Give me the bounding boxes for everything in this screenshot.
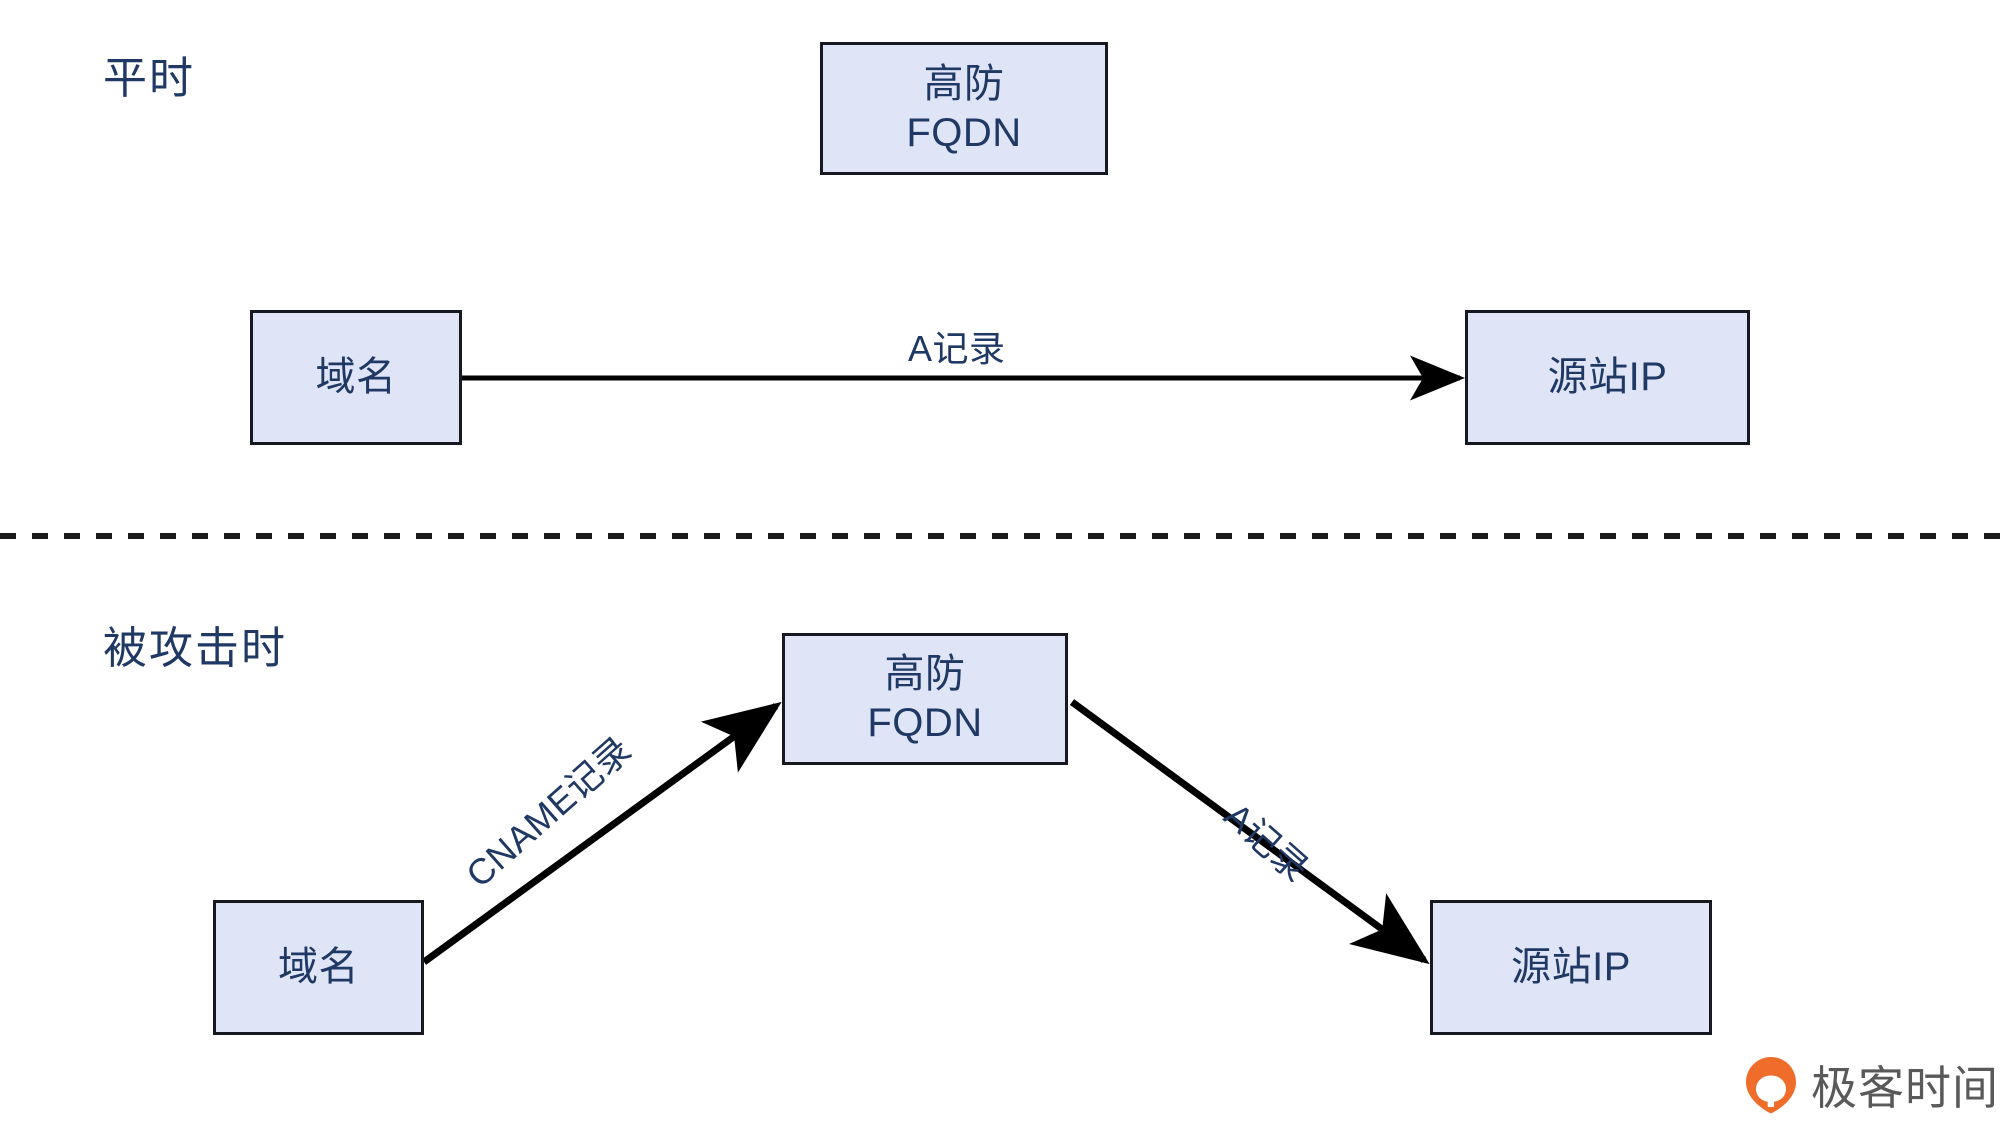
node-label-line1: 域名 <box>278 945 359 990</box>
node-label-line1: 源站IP <box>1547 355 1668 400</box>
node-label-line2: FQDN <box>867 701 983 745</box>
brand-name: 极客时间 <box>1811 1062 1999 1114</box>
brand-logo: 极客时间 <box>1745 1052 1999 1118</box>
node-label-line1: 高防 <box>884 652 966 697</box>
section-title-attacked: 被攻击时 <box>103 624 287 673</box>
node-label-line1: 高防 <box>923 61 1005 106</box>
node-label-line1: 域名 <box>315 355 397 400</box>
node-label-line2: FQDN <box>906 110 1022 155</box>
node-gaofang-fqdn-bottom[interactable]: 高防 FQDN <box>782 633 1068 765</box>
node-domain-bottom[interactable]: 域名 <box>213 900 424 1035</box>
node-domain-top[interactable]: 域名 <box>250 310 462 445</box>
edge-label-a-record-bottom: A记录 <box>1216 794 1317 890</box>
node-label-line1: 源站IP <box>1511 945 1631 990</box>
section-title-normal: 平时 <box>103 54 195 103</box>
edge-label-cname-record: CNAME记录 <box>458 728 640 896</box>
node-origin-ip-top[interactable]: 源站IP <box>1465 310 1750 445</box>
node-gaofang-fqdn-top[interactable]: 高防 FQDN <box>820 42 1108 175</box>
geektime-pin-icon <box>1746 1057 1796 1114</box>
node-origin-ip-bottom[interactable]: 源站IP <box>1430 900 1712 1035</box>
edge-label-a-record-top: A记录 <box>908 328 1006 369</box>
